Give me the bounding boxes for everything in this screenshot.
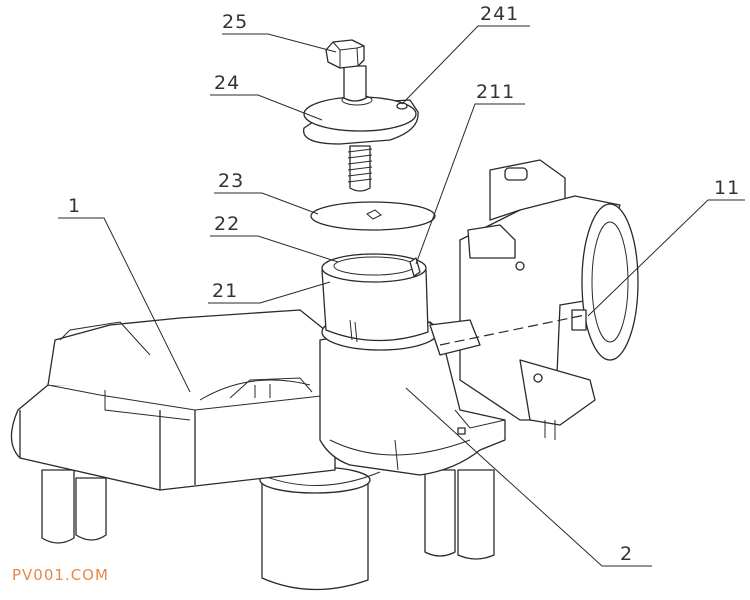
- label-1: 1: [68, 195, 81, 217]
- leader-11: [587, 199, 745, 317]
- leader-211: [415, 103, 525, 265]
- leader-25: [222, 33, 337, 53]
- leader-1: [58, 217, 191, 393]
- label-22: 22: [214, 213, 240, 235]
- label-25: 25: [222, 11, 248, 33]
- watermark: PV001.COM: [12, 566, 109, 584]
- cap-plate-part-24: [303, 94, 419, 145]
- label-211: 211: [476, 81, 515, 103]
- right-housing: [429, 159, 639, 440]
- leader-23: [214, 192, 319, 215]
- hidden-pin-line: [439, 314, 586, 346]
- left-leg: [41, 469, 107, 544]
- leader-21: [208, 281, 331, 304]
- label-24: 24: [214, 72, 240, 94]
- leader-lines: [58, 25, 745, 567]
- leader-241: [401, 25, 530, 105]
- reference-labels: 25 241 24 211 23 22 1 21 11 2: [68, 3, 740, 565]
- leader-2: [405, 387, 652, 567]
- tube-part-21: [321, 253, 429, 343]
- right-leg: [424, 469, 495, 560]
- label-241: 241: [480, 3, 519, 25]
- label-2: 2: [620, 543, 633, 565]
- washer-part-23: [310, 201, 436, 231]
- leader-24: [210, 94, 323, 121]
- label-23: 23: [218, 170, 244, 192]
- label-11: 11: [714, 177, 740, 199]
- bottom-cylinder: [249, 466, 381, 591]
- label-21: 21: [212, 280, 238, 302]
- bolt-part-25: [325, 39, 373, 192]
- leader-22: [210, 235, 339, 263]
- base-arm-part-1: [10, 309, 336, 491]
